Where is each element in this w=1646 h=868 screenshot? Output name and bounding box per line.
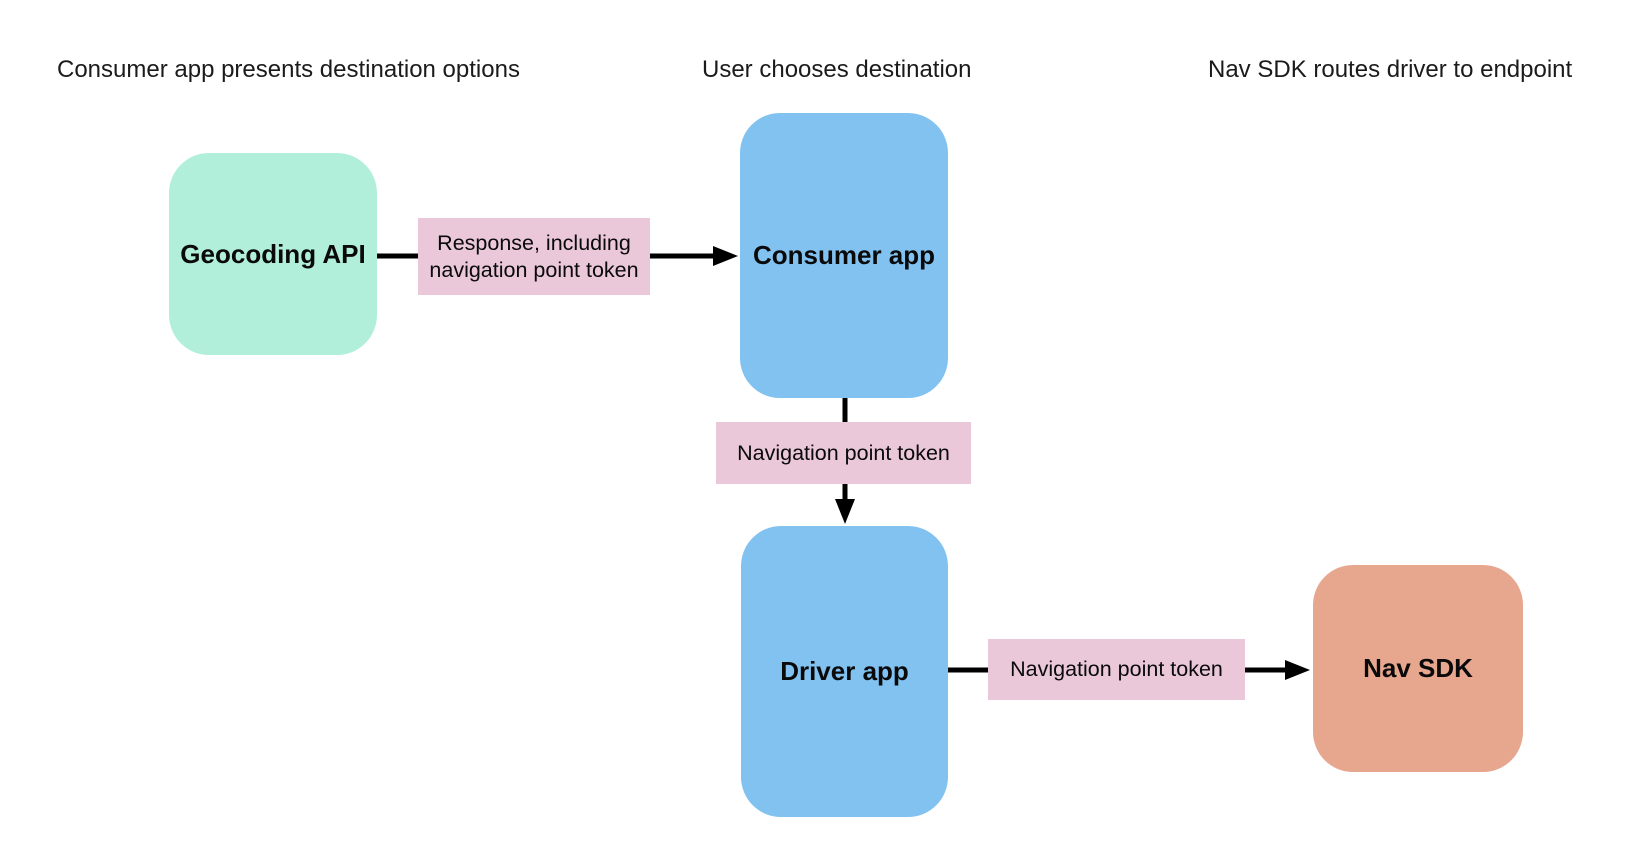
edge-label-text: Response, including navigation point tok…	[429, 231, 639, 282]
heading-step-3: Nav SDK routes driver to endpoint	[1208, 56, 1573, 83]
node-consumer-app-label: Consumer app	[752, 240, 936, 270]
node-driver-app-label: Driver app	[780, 656, 909, 686]
node-geocoding-api-label: Geocoding API	[180, 238, 366, 269]
edge-label-text: Navigation point token	[737, 440, 950, 465]
heading-step-2: User chooses destination	[702, 56, 972, 83]
edge-label-response-including-navigation-point-token: Response, including navigation point tok…	[418, 218, 650, 295]
node-consumer-app: Consumer app	[740, 113, 948, 398]
node-geocoding-api: Geocoding API	[169, 153, 377, 355]
heading-step-1: Consumer app presents destination option…	[57, 56, 520, 83]
edge-label-text: Navigation point token	[1010, 657, 1223, 682]
node-nav-sdk: Nav SDK	[1313, 565, 1523, 772]
edge-label-navigation-point-token-vertical: Navigation point token	[716, 422, 971, 484]
node-nav-sdk-label: Nav SDK	[1363, 653, 1473, 683]
edge-label-navigation-point-token-horizontal: Navigation point token	[988, 639, 1245, 700]
node-driver-app: Driver app	[741, 526, 948, 817]
